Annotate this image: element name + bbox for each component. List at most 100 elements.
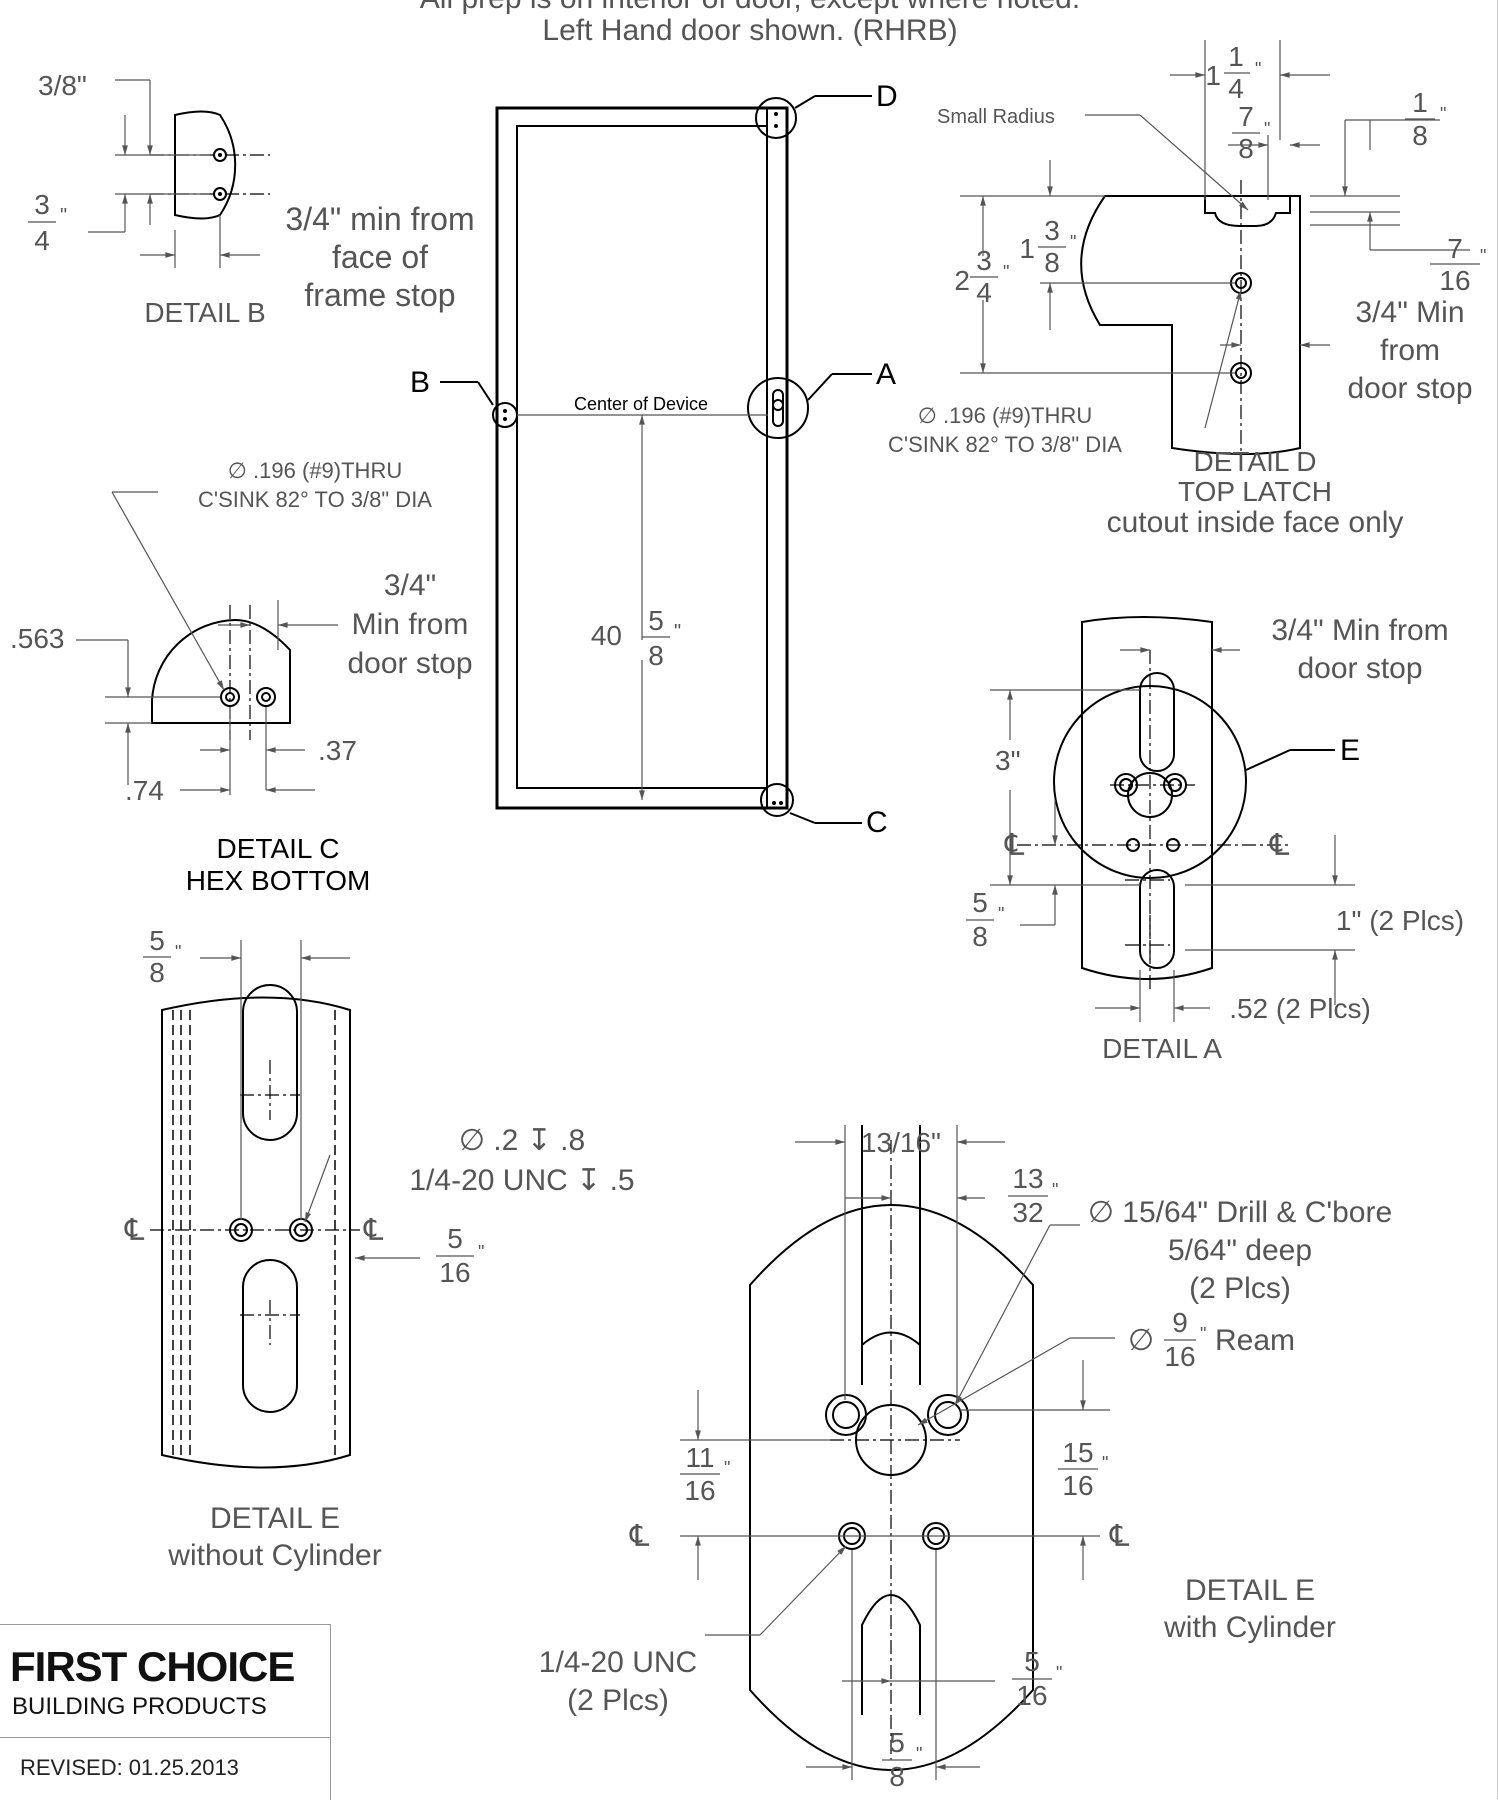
callout-c-label: C (866, 806, 888, 839)
detail-e-c-unc-2: (2 Plcs) (567, 1684, 669, 1717)
detail-b-dim-offset-num: 3 (34, 189, 50, 220)
detail-e-nc-side-den: 16 (439, 1257, 470, 1288)
detail-d: Small Radius 1 1 4 " 7 8 " 1 8 " 7 (888, 40, 1486, 539)
detail-d-hole2-den: 4 (976, 277, 992, 308)
detail-b-note-3: frame stop (304, 277, 455, 313)
detail-c-dim-spacing: .37 (318, 735, 357, 766)
detail-d-cut-den: 8 (1238, 133, 1254, 164)
detail-e-c-58-num: 5 (889, 1727, 905, 1758)
detail-d-cut-num: 7 (1238, 101, 1254, 132)
detail-e-c-drill-1: ∅ 15/64" Drill & C'bore (1088, 1196, 1392, 1229)
detail-e-c-1332-num: 13 (1012, 1163, 1043, 1194)
detail-e-c-subtitle: with Cylinder (1163, 1611, 1336, 1644)
detail-b-title: DETAIL B (144, 297, 265, 328)
detail-e-c-drill-3: (2 Plcs) (1189, 1272, 1291, 1305)
svg-text:": " (1200, 1324, 1206, 1344)
detail-e-c-dim-1316: 13/16" (861, 1127, 941, 1158)
callout-a-circle (747, 377, 809, 439)
detail-a-dim-52: .52 (2 Plcs) (1229, 993, 1371, 1024)
svg-text:": " (1056, 1663, 1062, 1683)
callout-c-circle (760, 783, 794, 817)
detail-e-nc-top-num: 5 (149, 925, 165, 956)
detail-c-dim-height: .563 (10, 623, 65, 654)
detail-d-title: DETAIL D (1194, 446, 1317, 477)
detail-b: 3/8" 3 4 " 3/4" min from face of frame s… (28, 70, 475, 328)
detail-e-c-ream-den: 16 (1164, 1341, 1195, 1372)
svg-text:": " (1102, 1453, 1108, 1473)
detail-e-nc-cl-left: ℄ (124, 1214, 145, 1247)
detail-d-depth-num: 7 (1447, 233, 1463, 264)
detail-d-top-num: 1 (1412, 87, 1428, 118)
detail-d-note-2: from (1380, 334, 1440, 367)
detail-b-note-1: 3/4" min from (285, 201, 474, 237)
svg-text:": " (724, 1458, 730, 1478)
brand-subtitle: BUILDING PRODUCTS (12, 1693, 267, 1720)
detail-d-note-1: 3/4" Min (1355, 296, 1464, 329)
svg-text:": " (674, 621, 681, 643)
detail-e-c-title: DETAIL E (1185, 1574, 1315, 1607)
detail-e-c-1516-den: 16 (1062, 1470, 1093, 1501)
detail-d-note-3: door stop (1347, 372, 1472, 405)
callout-e-label: E (1340, 734, 1360, 767)
detail-d-hole2-whole: 2 (954, 265, 970, 296)
detail-e-nc-cl-right: ℄ (363, 1214, 384, 1247)
detail-d-top-den: 8 (1412, 120, 1428, 151)
detail-e-c-1116-num: 11 (685, 1442, 714, 1473)
svg-text:": " (1052, 1180, 1058, 1200)
door-height-num: 5 (648, 605, 664, 636)
detail-d-width-num: 1 (1228, 41, 1244, 72)
callout-d-label: D (876, 80, 898, 113)
title-block-divider (0, 1737, 330, 1738)
detail-a-title: DETAIL A (1102, 1033, 1222, 1064)
detail-e-c-cl-left: ℄ (629, 1520, 650, 1553)
detail-e-nc-side-num: 5 (447, 1223, 463, 1254)
detail-d-hole-note2: C'SINK 82° TO 3/8" DIA (888, 432, 1122, 457)
detail-d-subtitle2: cutout inside face only (1107, 506, 1404, 539)
revision-date: REVISED: 01.25.2013 (20, 1755, 239, 1780)
detail-a-58-num: 5 (972, 887, 988, 918)
detail-d-subtitle1: TOP LATCH (1178, 476, 1332, 507)
detail-e-nc-hole-note1: ∅ .2 ↧ .8 (459, 1124, 585, 1157)
detail-c-note-1: 3/4" (384, 569, 436, 602)
title-block: FIRST CHOICE BUILDING PRODUCTS REVISED: … (0, 1624, 331, 1800)
svg-text:": " (1255, 59, 1261, 79)
detail-d-hole2-num: 3 (976, 245, 992, 276)
detail-a-cl-left: ℄ (1004, 829, 1025, 862)
detail-d-depth-den: 16 (1439, 265, 1470, 296)
detail-d-hole-note1: ∅ .196 (#9)THRU (918, 403, 1092, 428)
detail-d-hole1-whole: 1 (1019, 233, 1035, 264)
detail-c-hole-note1: ∅ .196 (#9)THRU (228, 458, 402, 483)
brand-name: FIRST CHOICE (10, 1643, 295, 1690)
detail-d-width-den: 4 (1228, 73, 1244, 104)
svg-text:": " (998, 904, 1004, 924)
svg-text:": " (60, 205, 67, 227)
detail-c-hole-note2: C'SINK 82° TO 3/8" DIA (198, 487, 432, 512)
detail-c-dim-edge: .74 (125, 775, 164, 806)
detail-e-nc-hole-note2: 1/4-20 UNC ↧ .5 (409, 1164, 634, 1197)
svg-text:": " (1003, 262, 1009, 282)
detail-e-with-cylinder: 13/16" 13 32 " ∅ 15/64" Drill & C'bore 5… (539, 1125, 1392, 1792)
callout-b-label: B (410, 366, 430, 399)
detail-a-note-1: 3/4" Min from (1271, 614, 1448, 647)
detail-e-c-58-den: 8 (889, 1761, 905, 1792)
detail-e-c-drill-2: 5/64" deep (1168, 1234, 1312, 1267)
detail-b-note-2: face of (332, 239, 428, 275)
detail-c-note-3: door stop (347, 647, 472, 680)
detail-b-dim-offset-den: 4 (34, 225, 50, 256)
detail-d-hole1-num: 3 (1044, 215, 1060, 246)
detail-d-small-radius: Small Radius (937, 106, 1055, 128)
detail-e-c-1332-den: 32 (1012, 1197, 1043, 1228)
detail-a-note-2: door stop (1297, 652, 1422, 685)
door-center-label: Center of Device (574, 394, 708, 414)
door-elevation: D A B C Center of Device 40 5 8 " (410, 80, 898, 839)
detail-e-c-ream-prefix: ∅ (1128, 1324, 1154, 1357)
svg-text:": " (1070, 232, 1076, 252)
detail-a-dim-3: 3" (995, 745, 1021, 776)
detail-c-title: DETAIL C (217, 833, 340, 864)
header-line2: Left Hand door shown. (RHRB) (542, 14, 957, 47)
svg-text:": " (1480, 246, 1486, 266)
svg-text:": " (1264, 119, 1270, 139)
svg-text:": " (175, 942, 181, 962)
detail-e-c-1516-num: 15 (1062, 1437, 1093, 1468)
